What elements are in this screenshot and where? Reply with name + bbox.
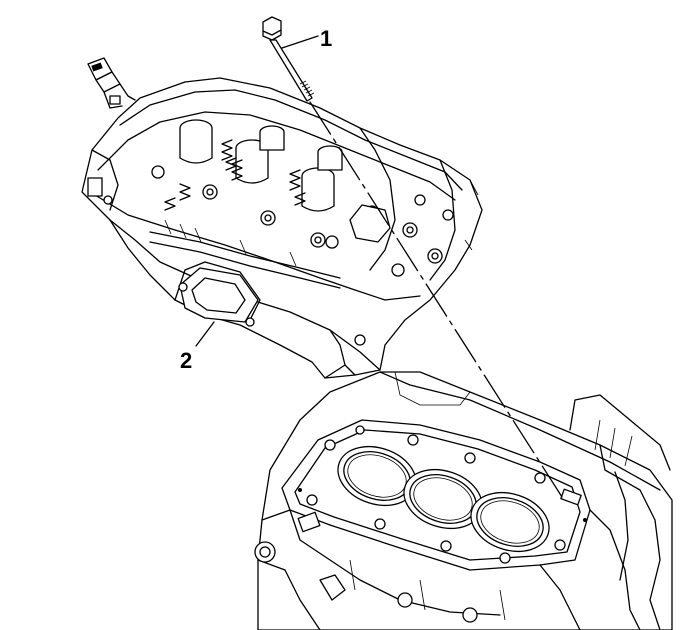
cylinder-bore-3 xyxy=(470,491,550,553)
engine-block xyxy=(254,371,673,630)
cylinder-bore-2 xyxy=(403,468,483,530)
callout-2: 2 xyxy=(180,321,215,373)
cylinder-head xyxy=(81,57,483,379)
alignment-centerline xyxy=(309,101,563,498)
callout-1-label: 1 xyxy=(320,26,332,51)
sensor-connector xyxy=(87,57,136,109)
valve-springs xyxy=(164,139,306,211)
deck-bolt-holes xyxy=(298,425,587,564)
callout-1: 1 xyxy=(281,26,332,51)
valve-lifters xyxy=(179,119,343,212)
callout-2-label: 2 xyxy=(180,348,192,373)
cylinder-head-bolt xyxy=(262,16,315,102)
